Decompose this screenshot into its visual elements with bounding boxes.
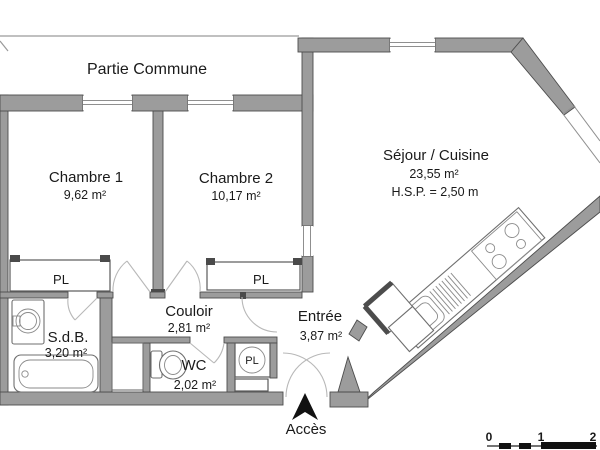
door-chambre2 [164,260,201,293]
door-chambre1 [112,260,151,293]
closet-label: PL [245,355,258,367]
room-label-couloir: Couloir 2,81 m² [165,303,213,335]
room-label-sejour: Séjour / Cuisine 23,55 m² H.S.P. = 2,50 … [383,147,489,199]
access-label: Accès [286,421,327,438]
interior-walls [0,110,368,393]
wall-pl-east [269,342,278,379]
window-sejour-north [390,39,435,51]
windows [83,39,600,256]
window-chambre1 [83,96,132,110]
window-sejour-west [302,226,313,256]
room-area: 23,55 m² [409,167,458,181]
room-name: Chambre 2 [199,170,273,187]
doors [67,260,361,398]
scale-mark-0: 0 [486,430,493,444]
wall-north-b [131,94,189,112]
room-label-entree: Entrée 3,87 m² [298,308,342,343]
door-entree-couloir [241,296,278,333]
wall-north-a [0,94,84,112]
closet-chambre1: PL [9,255,111,292]
wall-diagonal-upper [510,37,576,116]
room-name: Séjour / Cuisine [383,147,489,164]
door-entrance [282,352,361,398]
room-area: 9,62 m² [64,188,106,202]
closet-label: PL [253,272,269,287]
closet-label: PL [53,272,69,287]
wall-pl-west [226,342,236,393]
break-mark [0,40,9,52]
room-area: 3,87 m² [300,329,342,343]
room-area: 10,17 m² [211,189,260,203]
wall-couloir-north-d [199,291,303,299]
room-ceiling-height: H.S.P. = 2,50 m [392,185,479,199]
room-name: WC [182,357,207,374]
room-area: 2,81 m² [168,321,210,335]
toilet [150,350,188,380]
scale-segment [519,443,531,449]
wall-wc-west [142,342,151,393]
wall-couloir-north-b [96,291,114,299]
access-marker: Accès [286,393,327,438]
wall-chambre-divider [152,110,164,293]
room-area: 3,20 m² [45,346,87,360]
wall-couloir-south-b [223,336,278,344]
access-arrow-icon [292,393,318,420]
room-name: S.d.B. [48,329,89,346]
window-sejour-diagonal [562,105,600,164]
wall-sdb-east [99,297,113,393]
scale-mark-1: 1 [538,430,545,444]
door-jamb [240,292,246,299]
room-name: Couloir [165,303,213,320]
wall-sejour-north-b [434,37,524,53]
cabinet-b [387,305,435,353]
room-name: Entrée [298,308,342,325]
room-label-chambre1: Chambre 1 9,62 m² [49,169,123,202]
scale-segment [541,442,596,449]
wc-closet [111,342,144,391]
bathroom-fixtures [11,299,188,393]
bathtub [13,354,99,393]
wall-couloir-south-a [111,336,191,344]
room-label-wc: WC 2,02 m² [174,357,216,392]
room-area: 2,02 m² [174,378,216,392]
wall-couloir-north-a [0,291,69,299]
scale-mark-2: 2 [590,430,597,444]
common-area-label: Partie Commune [87,61,207,78]
scale-segment [499,443,511,449]
wall-stub-sejour [348,319,368,342]
drainer [429,272,471,315]
common-hallway: Partie Commune [0,35,299,78]
wall-diagonal-lower [357,195,600,408]
washbasin [11,299,45,345]
room-label-sdb: S.d.B. 3,20 m² [45,329,89,360]
wall-south-a [0,391,284,406]
wall-north-c [232,94,314,112]
wall-sejour-west-lower [301,255,314,293]
wall-sejour-north-a [297,37,391,53]
closet-entree: PL [234,342,271,392]
wall-west [0,94,9,406]
room-label-chambre2: Chambre 2 10,17 m² [199,170,273,203]
door-wc [189,342,225,364]
stove [470,211,543,281]
wall-south-stub [329,391,369,408]
door-sdb [67,297,98,321]
wall-couloir-north-c [149,291,166,299]
scale-bar: 0 1 2 [486,430,597,449]
room-name: Chambre 1 [49,169,123,186]
wall-sejour-west-upper [301,37,314,227]
entrance-door-leaf [337,355,361,393]
window-chambre2 [188,96,233,110]
closet-chambre2: PL [206,258,302,291]
